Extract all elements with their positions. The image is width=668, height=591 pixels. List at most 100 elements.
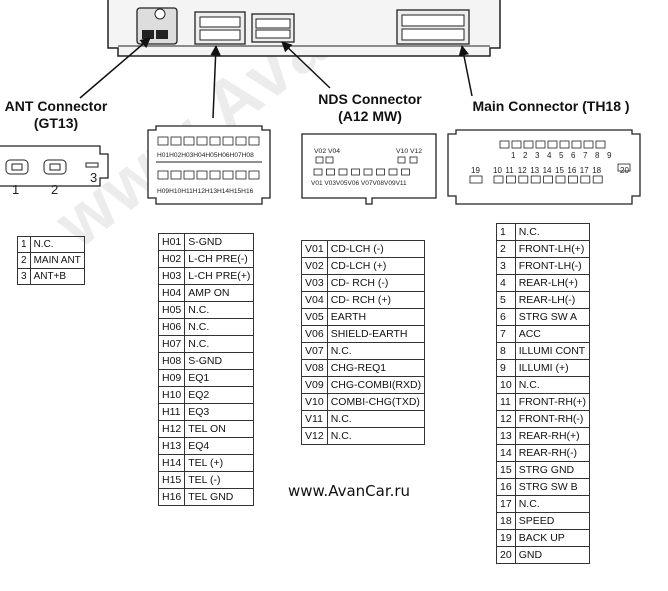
main-pin-square: [518, 175, 529, 184]
pin-code: 12: [496, 410, 516, 428]
main-pin-number: 10: [493, 166, 502, 175]
pin-code: V06: [301, 325, 328, 343]
nds-pin-square: [363, 168, 373, 176]
pin-function: TEL (-): [184, 471, 255, 489]
pin-code: V07: [301, 342, 328, 360]
pin-code: V05: [301, 308, 328, 326]
pin-function: N.C.: [514, 223, 591, 241]
pin-code: 19: [496, 529, 516, 547]
pin-function: CD-LCH (-): [326, 240, 426, 258]
pin-function: CHG-COMBI(RXD): [326, 376, 426, 394]
h-bottom-pin-labels: H09H10H11H12H13H14H15H16: [157, 188, 254, 195]
nds-pin-square: [401, 168, 410, 176]
h-pin-square: [235, 170, 247, 180]
nds-pin-square: [409, 156, 418, 164]
pin-code: H15: [157, 471, 186, 489]
pin-code: 2: [17, 252, 31, 269]
main-pin-square: [555, 175, 566, 184]
main-pin-square: [499, 140, 510, 149]
nds-plug: [301, 133, 437, 205]
main-pin-square: [469, 175, 483, 184]
pin-function: FRONT-RH(-): [514, 410, 591, 428]
pin-code: H07: [157, 335, 186, 353]
nds-pin-square: [397, 156, 406, 164]
main-pin-square: [595, 140, 606, 149]
h-pin-square: [209, 170, 221, 180]
pin-function: N.C.: [29, 236, 85, 253]
pin-code: H10: [157, 386, 186, 404]
pin-code: 20: [496, 546, 516, 564]
ant-pin-label: 3: [90, 170, 97, 185]
pin-code: V09: [301, 376, 328, 394]
pin-function: ACC: [514, 325, 591, 343]
main-pin-number: 19: [471, 166, 480, 175]
main-pin-square: [568, 175, 578, 184]
pin-code: H11: [157, 403, 186, 421]
pin-code: 5: [496, 291, 516, 309]
pin-function: CD- RCH (-): [326, 274, 426, 292]
main-pin-square: [617, 163, 631, 172]
main-pin-number: 16: [567, 166, 576, 175]
pin-function: N.C.: [326, 342, 426, 360]
main-pin-square: [535, 140, 546, 149]
pin-function: EARTH: [326, 308, 426, 326]
pin-function: ILLUMI CONT: [514, 342, 591, 360]
h-pin-square: [170, 170, 182, 180]
pin-code: 2: [496, 240, 516, 258]
ant-title-line2: (GT13): [33, 115, 79, 131]
pin-function: CHG-REQ1: [326, 359, 426, 377]
main-pin-number: 5: [559, 151, 564, 160]
main-pin-number: 4: [547, 151, 552, 160]
h-pin-square: [170, 136, 182, 146]
main-pin-number: 11: [505, 166, 514, 175]
pin-function: STRG SW B: [514, 478, 591, 496]
h-pin-square: [183, 170, 195, 180]
pin-code: 17: [496, 495, 516, 513]
h-plug: [147, 125, 271, 205]
pin-code: H13: [157, 437, 186, 455]
pin-code: H14: [157, 454, 186, 472]
pin-code: H04: [157, 284, 186, 302]
ant-plug: [0, 145, 109, 187]
main-pin-number: 15: [555, 166, 564, 175]
h-pin-square: [196, 136, 208, 146]
pin-code: 10: [496, 376, 516, 394]
pin-code: V02: [301, 257, 328, 275]
pin-code: H02: [157, 250, 186, 268]
pin-function: TEL (+): [184, 454, 255, 472]
h-pin-square: [157, 170, 169, 180]
pin-code: 11: [496, 393, 516, 411]
main-pin-number: 9: [607, 151, 612, 160]
pin-function: STRG SW A: [514, 308, 591, 326]
pin-function: N.C.: [326, 410, 426, 428]
pin-function: N.C.: [514, 495, 591, 513]
pin-function: EQ4: [184, 437, 255, 455]
main-pin-number: 14: [543, 166, 552, 175]
pin-function: EQ2: [184, 386, 255, 404]
pin-code: 6: [496, 308, 516, 326]
main-pin-number: 18: [592, 166, 601, 175]
pin-code: 13: [496, 427, 516, 445]
pin-function: CD- RCH (+): [326, 291, 426, 309]
pin-function: REAR-RH(-): [514, 444, 591, 462]
ant-pin-label: 2: [51, 182, 58, 197]
main-pin-square: [547, 140, 558, 149]
